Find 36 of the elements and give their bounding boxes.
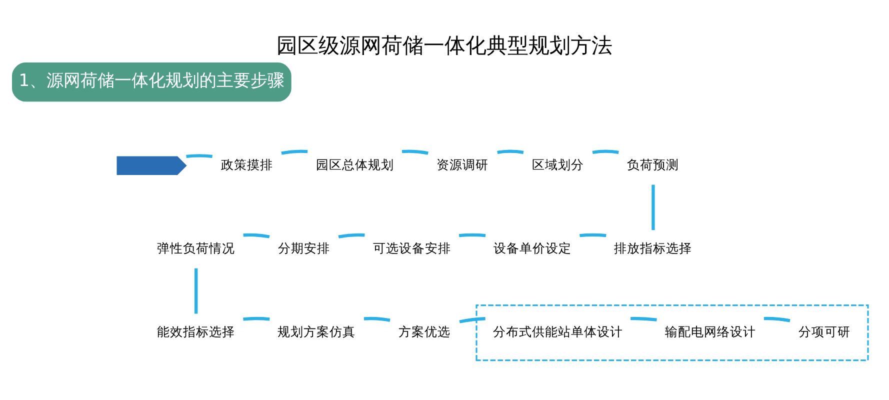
- node-text: 能效指标选择: [157, 324, 236, 340]
- node-text: 政策摸排: [220, 156, 273, 172]
- node-text: 分布式供能站单体设计: [492, 324, 623, 340]
- node-text: 设备单价设定: [494, 240, 572, 256]
- connector: [194, 268, 198, 314]
- connector: [652, 184, 655, 230]
- connector: [764, 316, 790, 322]
- node-box: [116, 156, 187, 175]
- node-text: 可选设备安排: [372, 240, 451, 256]
- connector: [458, 233, 486, 238]
- connector: [592, 150, 619, 154]
- connector: [243, 233, 270, 238]
- node-text: 资源调研: [436, 156, 489, 172]
- node-text: 规划方案仿真: [278, 324, 356, 340]
- node-text: 区域划分: [532, 156, 584, 172]
- cluster: [476, 304, 869, 362]
- connector: [459, 317, 486, 324]
- node-text: 输配电网络设计: [664, 324, 756, 340]
- node-text: 分项可研: [798, 324, 851, 340]
- node-text: 排放指标选择: [614, 240, 692, 256]
- node-text: 弹性负荷情况: [157, 240, 236, 256]
- connector: [580, 233, 606, 238]
- node-text: 分期安排: [278, 240, 330, 256]
- connector: [497, 150, 524, 154]
- node-text: 方案优选: [398, 324, 451, 340]
- connector: [243, 316, 270, 321]
- node-text: 园区总体规划: [316, 156, 394, 172]
- connector: [402, 150, 428, 155]
- connector: [186, 154, 212, 158]
- connector: [364, 316, 390, 322]
- diagram-title: 园区级源网荷储一体化典型规划方法: [276, 32, 612, 58]
- connector: [281, 150, 308, 155]
- node-box: 1、源网荷储一体化规划的主要步骤: [12, 62, 292, 102]
- connector: [630, 316, 657, 322]
- connector: [338, 233, 365, 238]
- node-text: 负荷预测: [627, 156, 680, 172]
